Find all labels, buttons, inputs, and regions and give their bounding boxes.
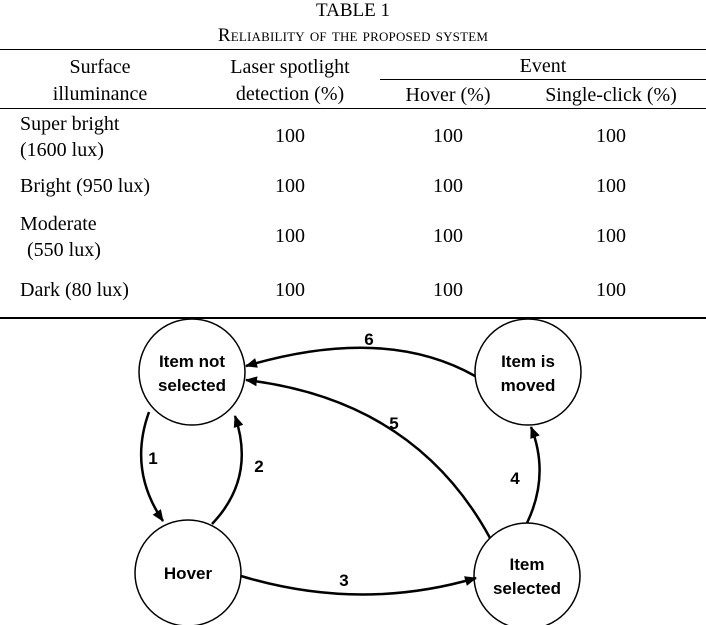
state-item-not-selected: [138, 318, 246, 426]
transition-5-arrow: [245, 376, 492, 539]
row-4-surface: Dark (80 lux): [20, 279, 129, 301]
row-3-laser: 100: [275, 225, 305, 247]
header-laser-line1: Laser spotlight: [230, 56, 350, 78]
event-underline: [380, 79, 706, 80]
row-1-surface-line2: (1600 lux): [20, 139, 104, 161]
row-2-hover: 100: [433, 175, 463, 197]
header-event: Event: [519, 55, 567, 77]
transition-4-label: 4: [510, 469, 520, 488]
row-4-laser: 100: [275, 279, 305, 301]
header-hover: Hover (%): [405, 84, 491, 106]
transition-5-label: 5: [389, 414, 398, 433]
header-bottom-rule: [0, 108, 706, 109]
row-2-laser: 100: [275, 175, 305, 197]
transition-2-label: 2: [254, 457, 263, 476]
table-top-rule: [0, 49, 706, 50]
transition-3-label: 3: [339, 571, 348, 590]
transition-1-arrow: [139, 411, 165, 522]
row-3-click: 100: [596, 225, 626, 247]
transition-6-label: 6: [364, 330, 373, 349]
row-4-click: 100: [596, 279, 626, 301]
row-2-click: 100: [596, 175, 626, 197]
state-hover: [134, 519, 242, 625]
row-3-surface-line2: (550 lux): [27, 239, 101, 261]
state-label-selected-line1: Item: [510, 555, 545, 574]
table-caption: Reliability of the proposed system: [217, 25, 489, 46]
header-laser-line2: detection (%): [235, 83, 345, 105]
row-1-click: 100: [596, 125, 626, 147]
state-diagram: Item not selected Item is moved Hover It…: [134, 318, 582, 625]
transition-2-arrow: [211, 415, 244, 525]
state-label-not-selected-line1: Item not: [159, 352, 225, 371]
row-3-hover: 100: [433, 225, 463, 247]
transition-4-arrow: [525, 426, 541, 524]
state-label-hover: Hover: [164, 564, 213, 583]
transition-3-arrow: [240, 574, 477, 596]
state-label-moved-line1: Item is: [501, 352, 555, 371]
row-2-surface: Bright (950 lux): [20, 175, 150, 197]
state-label-selected-line2: selected: [493, 579, 561, 598]
header-single-click: Single-click (%): [545, 84, 677, 106]
state-item-moved: [474, 318, 582, 426]
header-surface-line1: Surface: [69, 56, 131, 78]
table-bottom-rule: [0, 317, 706, 319]
transition-6-arrow: [245, 346, 476, 378]
state-label-not-selected-line2: selected: [158, 376, 226, 395]
row-4-hover: 100: [433, 279, 463, 301]
row-1-laser: 100: [275, 125, 305, 147]
table-number: TABLE 1: [316, 0, 390, 21]
row-1-hover: 100: [433, 125, 463, 147]
row-3-surface-line1: Moderate: [20, 213, 97, 235]
state-item-selected: [473, 522, 581, 625]
row-1-surface-line1: Super bright: [20, 113, 120, 135]
header-surface-line2: illuminance: [52, 83, 148, 105]
transition-1-label: 1: [148, 449, 157, 468]
state-label-moved-line2: moved: [501, 376, 556, 395]
